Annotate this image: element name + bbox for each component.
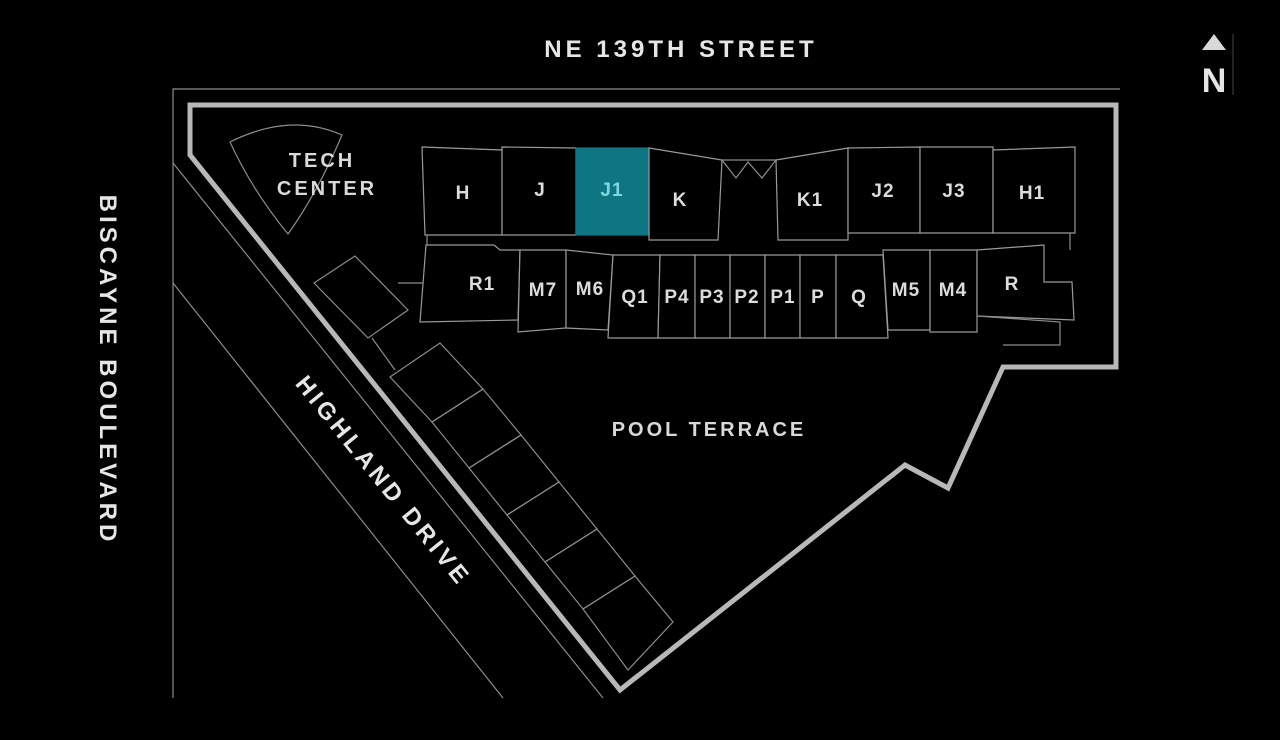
unit-label-j2: J2 — [871, 181, 894, 202]
unit-label-p: P — [811, 287, 825, 308]
cabana-5[interactable] — [506, 481, 598, 563]
street-edge-diagonal-outer — [172, 282, 504, 699]
cabana-3[interactable] — [431, 388, 522, 469]
unit-row-top — [421, 146, 1076, 241]
tech-center-building[interactable] — [229, 124, 343, 235]
unit-row-bottom — [419, 233, 1075, 346]
unit-k1[interactable] — [775, 147, 849, 241]
cabana-7[interactable] — [582, 575, 674, 671]
tech-center-label-1: TECH — [289, 150, 355, 172]
north-arrow: N — [1202, 34, 1234, 100]
street-label-north: NE 139TH STREET — [544, 36, 817, 63]
cabana-connector — [371, 337, 396, 371]
unit-q[interactable] — [835, 254, 889, 339]
unit-label-p2: P2 — [734, 287, 759, 308]
unit-core-top — [720, 159, 778, 179]
unit-label-q: Q — [851, 287, 867, 308]
tech-center-label-2: CENTER — [277, 178, 377, 200]
street-edge-diagonal-inner — [172, 162, 604, 699]
unit-label-m4: M4 — [939, 280, 967, 301]
property-boundary — [187, 102, 1119, 694]
unit-label-p1: P1 — [770, 287, 795, 308]
unit-label-k1: K1 — [797, 190, 823, 211]
pool-terrace-label: POOL TERRACE — [612, 419, 807, 441]
street-label-diagonal: HIGHLAND DRIVE — [290, 371, 476, 592]
cabana-row — [313, 255, 674, 671]
unit-label-r1: R1 — [469, 274, 495, 295]
unit-label-j1: J1 — [600, 180, 623, 201]
street-edge-north-west — [172, 88, 1120, 698]
unit-label-p4: P4 — [664, 287, 689, 308]
unit-label-j3: J3 — [942, 181, 965, 202]
cabana-2[interactable] — [389, 342, 484, 423]
unit-k[interactable] — [648, 147, 723, 241]
cabana-1[interactable] — [313, 255, 409, 339]
cabana-6[interactable] — [544, 528, 636, 610]
north-label: N — [1202, 62, 1227, 100]
unit-label-h: H — [456, 183, 471, 204]
unit-label-m5: M5 — [892, 280, 920, 301]
unit-label-q1: Q1 — [621, 287, 648, 308]
unit-label-h1: H1 — [1019, 183, 1045, 204]
unit-h1[interactable] — [992, 146, 1076, 234]
unit-m4[interactable] — [929, 249, 978, 333]
unit-r-balcony — [976, 315, 1061, 346]
north-arrow-icon — [1202, 34, 1226, 50]
cabana-4[interactable] — [468, 434, 560, 516]
unit-label-p3: P3 — [699, 287, 724, 308]
unit-label-m7: M7 — [529, 280, 557, 301]
unit-label-m6: M6 — [576, 279, 604, 300]
street-label-west: BISCAYNE BOULEVARD — [94, 195, 121, 546]
unit-r[interactable] — [976, 244, 1075, 321]
unit-label-k: K — [673, 190, 688, 211]
unit-label-r: R — [1005, 274, 1020, 295]
unit-label-j: J — [534, 180, 546, 201]
